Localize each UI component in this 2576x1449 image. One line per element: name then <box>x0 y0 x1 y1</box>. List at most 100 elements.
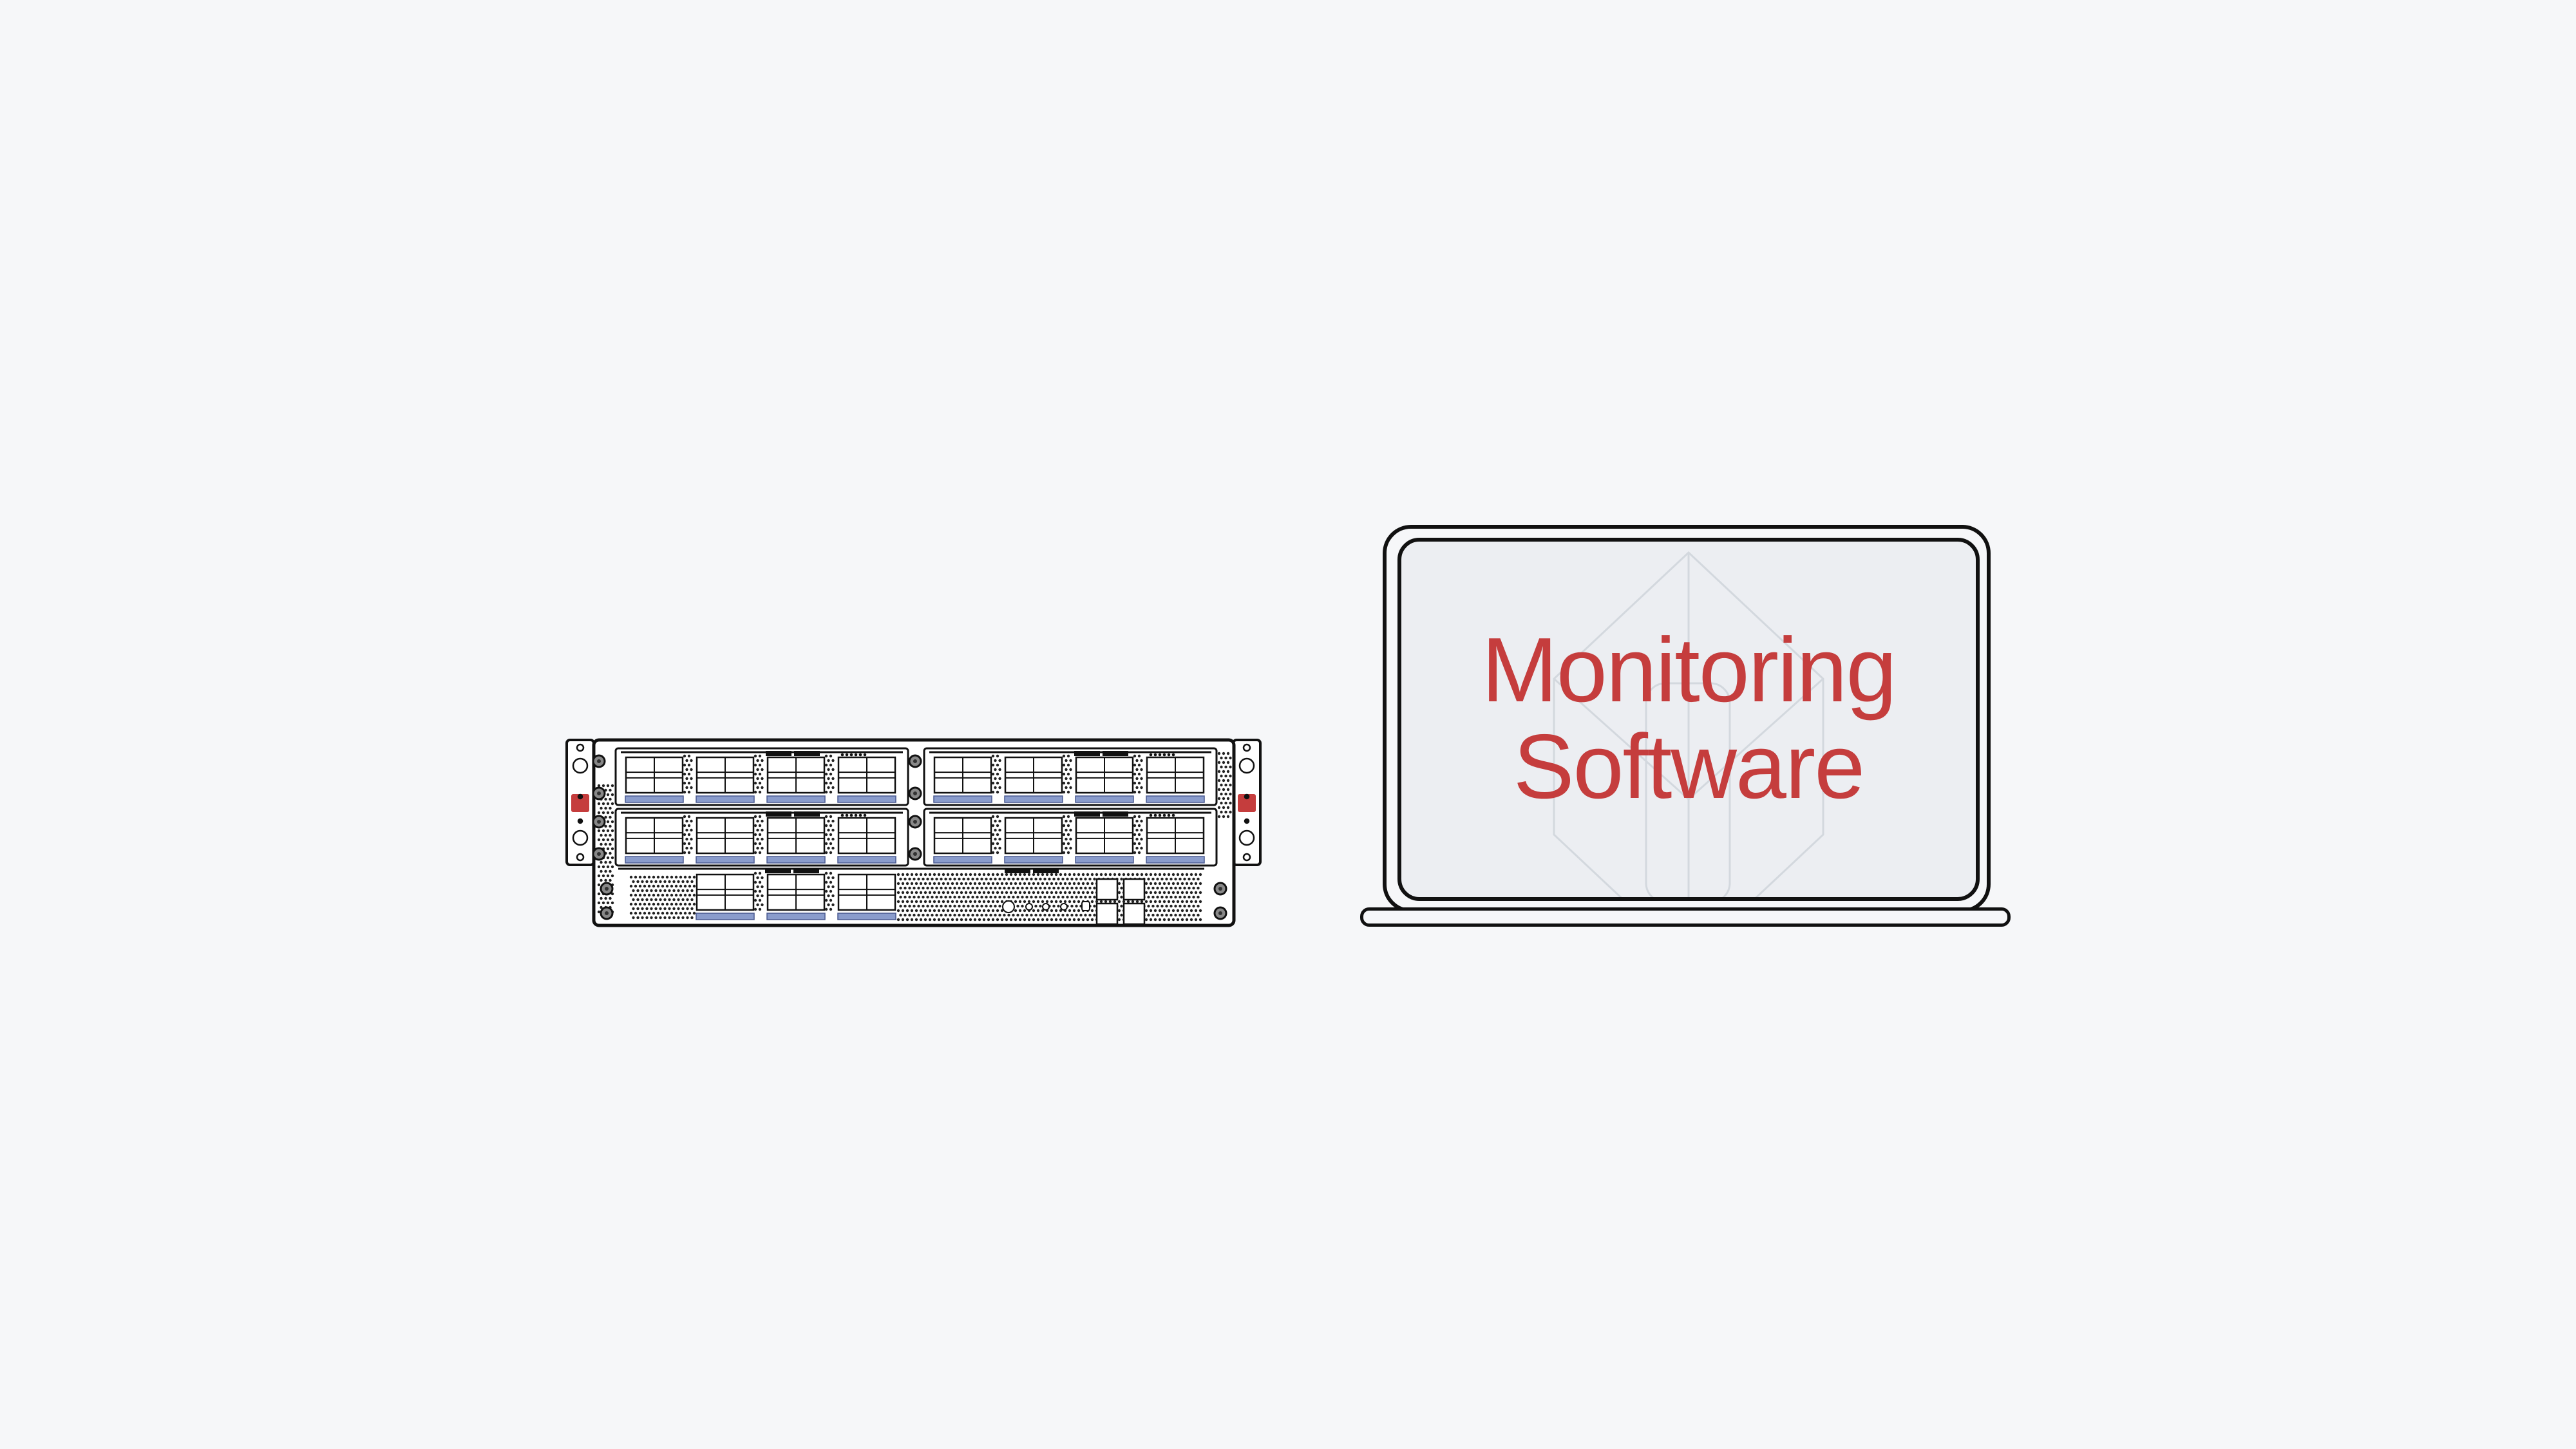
vent-grille <box>964 909 968 913</box>
vent-grille <box>953 886 956 890</box>
vent-grille <box>1137 772 1141 776</box>
vent-grille <box>1135 828 1139 832</box>
vent-grille <box>1025 895 1028 899</box>
vent-grille <box>967 904 970 908</box>
vent-grille <box>1025 886 1028 890</box>
vent-grille <box>1170 904 1173 908</box>
vent-grille <box>690 837 693 841</box>
vent-grille <box>962 895 965 899</box>
vent-grille <box>994 819 997 823</box>
vent-grille <box>629 902 633 906</box>
vent-grille <box>1149 918 1153 922</box>
vent-grille <box>636 880 639 884</box>
vent-grille <box>686 880 689 884</box>
vent-grille <box>761 786 764 790</box>
vent-grille <box>683 884 687 888</box>
vent-grille <box>982 873 986 876</box>
vent-grille <box>1050 873 1054 876</box>
module-latch <box>1103 751 1128 756</box>
vent-grille <box>1224 765 1227 769</box>
vent-grille <box>609 806 612 810</box>
drive-label-strip <box>837 913 896 920</box>
vent-grille <box>1133 824 1137 828</box>
vent-grille <box>645 880 649 884</box>
drive-label-strip <box>1075 856 1134 864</box>
vent-grille <box>600 869 603 873</box>
vent-grille <box>761 876 764 880</box>
vent-grille <box>643 893 647 897</box>
vent-grille <box>982 882 986 886</box>
vent-grille <box>1068 891 1072 895</box>
vent-grille <box>923 909 927 913</box>
vent-grille <box>1062 781 1066 785</box>
vent-grille <box>661 893 665 897</box>
vent-grille <box>914 918 918 922</box>
vent-grille <box>1068 882 1072 886</box>
drive-label-strip <box>766 856 826 864</box>
vent-grille <box>969 918 972 922</box>
vent-grille <box>1160 895 1164 899</box>
vent-grille <box>604 842 607 846</box>
vent-grille <box>996 891 999 895</box>
status-led <box>840 813 844 817</box>
module-latch <box>794 811 820 817</box>
vent-grille <box>1120 895 1123 899</box>
vent-grille <box>1036 900 1040 904</box>
vent-grille <box>656 884 660 888</box>
vent-grille <box>928 873 932 876</box>
vent-grille <box>677 898 680 902</box>
vent-grille <box>1065 777 1068 781</box>
vent-grille <box>636 898 639 902</box>
vent-grille <box>962 904 965 908</box>
vent-grille <box>1072 873 1076 876</box>
vent-grille <box>1147 913 1150 917</box>
vent-grille <box>1081 891 1085 895</box>
vent-grille <box>905 918 909 922</box>
vent-grille <box>942 873 945 876</box>
vent-grille <box>829 898 833 902</box>
vent-grille <box>641 889 644 893</box>
vent-grille <box>611 856 614 860</box>
vent-grille <box>690 768 693 772</box>
vent-grille <box>1039 886 1042 890</box>
vent-grille <box>1086 873 1090 876</box>
vent-grille <box>937 873 941 876</box>
vent-grille <box>1066 895 1069 899</box>
vent-grille <box>629 893 633 897</box>
vent-grille <box>1140 837 1143 841</box>
vent-grille <box>690 759 693 762</box>
vent-grille <box>1158 909 1162 913</box>
vent-grille <box>1158 918 1162 922</box>
vent-grille <box>674 875 678 879</box>
vent-grille <box>632 889 635 893</box>
vent-grille <box>1149 873 1153 876</box>
vent-grille <box>1075 895 1078 899</box>
vent-grille <box>829 772 833 776</box>
status-led <box>858 753 862 757</box>
vent-grille <box>758 907 762 911</box>
screw-icon <box>913 759 917 763</box>
vent-grille <box>1174 904 1177 908</box>
vent-grille <box>665 911 669 915</box>
vent-grille <box>905 873 909 876</box>
vent-grille <box>1176 891 1180 895</box>
vent-grille <box>686 907 689 911</box>
ethernet-port <box>1122 878 1146 901</box>
vent-grille <box>996 882 999 886</box>
vent-grille <box>827 837 830 841</box>
vent-grille <box>758 790 762 794</box>
vent-grille <box>958 913 961 917</box>
vent-grille <box>685 759 688 762</box>
vent-grille <box>650 916 653 920</box>
vent-grille <box>964 873 968 876</box>
vent-grille <box>1156 886 1159 890</box>
vent-grille <box>654 907 658 911</box>
vent-grille <box>1144 909 1148 913</box>
vent-grille <box>960 882 963 886</box>
vent-grille <box>996 900 999 904</box>
vent-grille <box>643 875 647 879</box>
vent-grille <box>753 824 757 828</box>
vent-grille <box>665 902 669 906</box>
vent-grille <box>1065 819 1068 823</box>
vent-grille <box>597 883 601 887</box>
